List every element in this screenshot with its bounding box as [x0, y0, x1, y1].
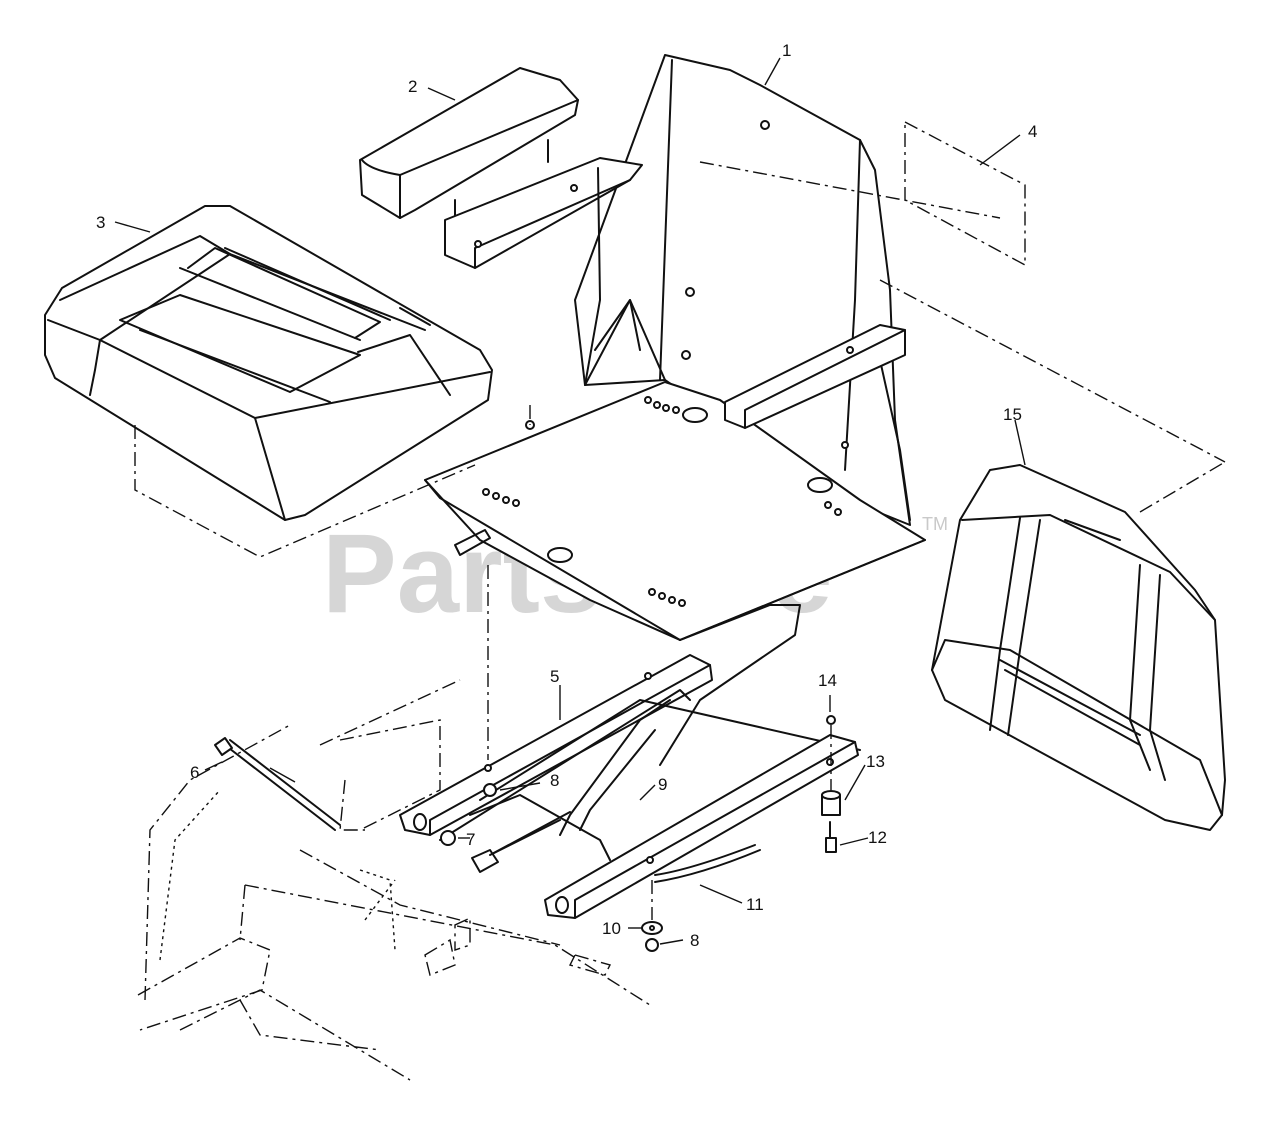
callout-14: 14 [818, 671, 837, 690]
callout-10: 10 [602, 919, 621, 938]
callout-9: 9 [658, 775, 667, 794]
watermark-trademark: TM [922, 514, 948, 534]
part-9-slide-frame [469, 699, 861, 873]
callout-6: 6 [190, 763, 199, 782]
leader-lines [114, 57, 1026, 945]
callout-3: 3 [96, 213, 105, 232]
part-15-back-cushion [931, 461, 1226, 831]
callout-15: 15 [1003, 405, 1022, 424]
callouts: 1 2 3 4 5 6 7 8 8 9 10 11 12 13 14 15 [96, 41, 1037, 950]
part-1-seat-frame [424, 54, 926, 766]
callout-8-upper: 8 [550, 771, 559, 790]
callout-13: 13 [866, 752, 885, 771]
part-11-rail [544, 734, 859, 919]
part-2-armrest [359, 67, 643, 386]
tractor-body [137, 679, 651, 1081]
part-3-seat-cushion [44, 205, 531, 558]
part-4-decal [699, 120, 1226, 463]
callout-12: 12 [868, 828, 887, 847]
callout-7: 7 [466, 830, 475, 849]
part-5-slide-rail [399, 565, 713, 841]
callout-1: 1 [782, 41, 791, 60]
callout-5: 5 [550, 667, 559, 686]
fasteners [214, 715, 841, 952]
callout-4: 4 [1028, 122, 1037, 141]
callout-8-lower: 8 [690, 931, 699, 950]
callout-2: 2 [408, 77, 417, 96]
callout-11: 11 [746, 895, 764, 914]
